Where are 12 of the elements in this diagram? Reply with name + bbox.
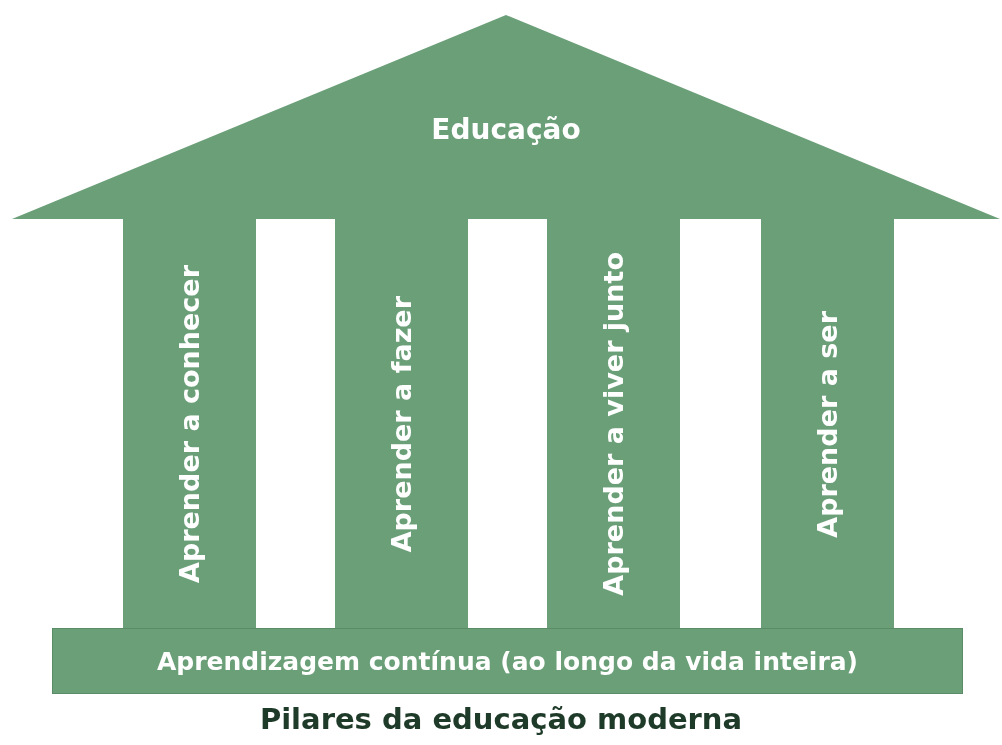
roof-label: Educação [430, 113, 582, 146]
pillar-label: Aprender a fazer [384, 295, 418, 553]
base-slab [52, 628, 963, 694]
pillar-label: Aprender a ser [810, 310, 844, 538]
pillar [335, 219, 468, 629]
pillar-label: Aprender a conhecer [172, 265, 206, 583]
pillar [547, 219, 680, 629]
pillar [761, 219, 894, 629]
caption: Pilares da educação moderna [258, 702, 744, 736]
base-label: Aprendizagem contínua (ao longo da vida inteira) [156, 646, 859, 676]
pillar [123, 219, 256, 629]
pillar-label: Aprender a viver junto [596, 252, 630, 596]
